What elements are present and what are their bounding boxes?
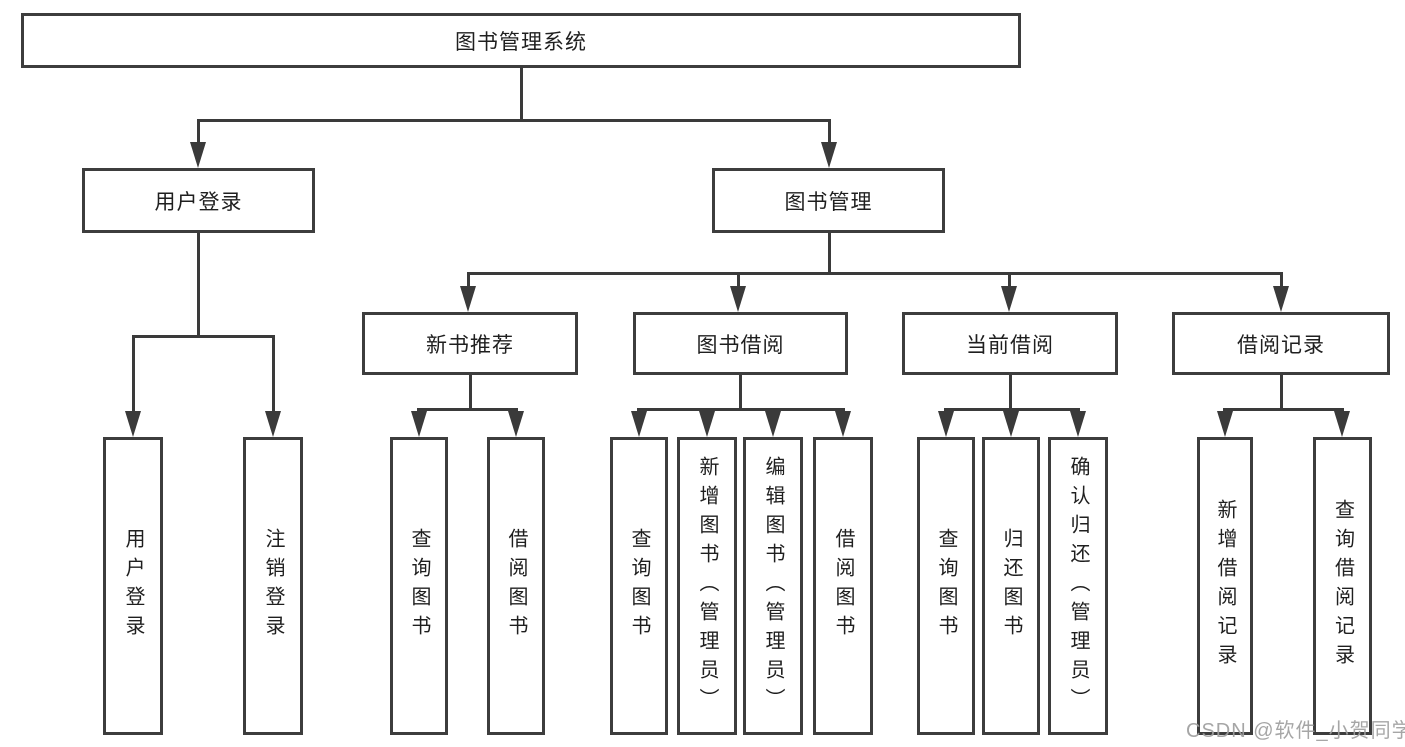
leaf-query-borrow-record: 查询借阅记录 <box>1313 437 1372 735</box>
node-book-management: 图书管理 <box>712 168 945 233</box>
csdn-watermark: CSDN @软件_小贺同学 <box>1186 720 1405 742</box>
leaf-logout-label: 注销登录 <box>262 528 284 644</box>
arrowhead-down-icon <box>835 411 851 437</box>
connector-line <box>828 233 831 275</box>
leaf-logout: 注销登录 <box>243 437 303 735</box>
connector-line <box>272 335 275 413</box>
connector-line <box>1280 375 1283 411</box>
connector-line <box>828 119 831 145</box>
leaf-confirm-return-admin: 确认归还（管理员） <box>1048 437 1108 735</box>
leaf-add-books-admin: 新增图书（管理员） <box>677 437 737 735</box>
node-root-system: 图书管理系统 <box>21 13 1021 68</box>
connector-line <box>637 408 845 411</box>
connector-line <box>944 408 1080 411</box>
connector-line <box>1008 272 1011 288</box>
connector-line <box>467 272 470 288</box>
leaf-query-borrow-record-label: 查询借阅记录 <box>1331 499 1354 673</box>
connector-line <box>197 233 200 338</box>
arrowhead-down-icon <box>190 142 206 168</box>
arrowhead-down-icon <box>631 411 647 437</box>
leaf-query-books-1: 查询图书 <box>390 437 448 735</box>
connector-line <box>520 66 523 122</box>
arrowhead-down-icon <box>699 411 715 437</box>
connector-line <box>739 375 742 411</box>
leaf-query-books-2: 查询图书 <box>610 437 668 735</box>
arrowhead-down-icon <box>508 411 524 437</box>
arrowhead-down-icon <box>938 411 954 437</box>
arrowhead-down-icon <box>821 142 837 168</box>
leaf-user-login: 用户登录 <box>103 437 163 735</box>
leaf-add-borrow-record: 新增借阅记录 <box>1197 437 1253 735</box>
connector-line <box>1009 375 1012 411</box>
leaf-return-books: 归还图书 <box>982 437 1040 735</box>
node-new-book-recommend: 新书推荐 <box>362 312 578 375</box>
node-user-login: 用户登录 <box>82 168 315 233</box>
arrowhead-down-icon <box>1217 411 1233 437</box>
arrowhead-down-icon <box>411 411 427 437</box>
leaf-borrow-books-2-label: 借阅图书 <box>832 528 854 644</box>
leaf-query-books-3-label: 查询图书 <box>935 528 957 644</box>
arrowhead-down-icon <box>125 411 141 437</box>
leaf-add-borrow-record-label: 新增借阅记录 <box>1214 499 1236 673</box>
leaf-user-login-label: 用户登录 <box>122 528 144 644</box>
leaf-edit-books-admin: 编辑图书（管理员） <box>743 437 803 735</box>
arrowhead-down-icon <box>1273 286 1289 312</box>
connector-line <box>469 375 472 411</box>
arrowhead-down-icon <box>1070 411 1086 437</box>
arrowhead-down-icon <box>460 286 476 312</box>
connector-line <box>197 119 831 122</box>
node-current-borrow: 当前借阅 <box>902 312 1118 375</box>
connector-line <box>132 335 275 338</box>
arrowhead-down-icon <box>1003 411 1019 437</box>
arrowhead-down-icon <box>1001 286 1017 312</box>
leaf-add-books-admin-label: 新增图书（管理员） <box>696 455 718 717</box>
connector-line <box>1280 272 1283 288</box>
connector-line <box>1223 408 1344 411</box>
connector-line <box>417 408 518 411</box>
arrowhead-down-icon <box>1334 411 1350 437</box>
arrowhead-down-icon <box>730 286 746 312</box>
connector-line <box>132 335 135 413</box>
leaf-confirm-return-admin-label: 确认归还（管理员） <box>1067 455 1089 717</box>
leaf-query-books-3: 查询图书 <box>917 437 975 735</box>
arrowhead-down-icon <box>265 411 281 437</box>
arrowhead-down-icon <box>765 411 781 437</box>
connector-line <box>197 119 200 145</box>
leaf-query-books-2-label: 查询图书 <box>628 528 650 644</box>
connector-line <box>467 272 1283 275</box>
node-book-borrow: 图书借阅 <box>633 312 848 375</box>
leaf-borrow-books-1-label: 借阅图书 <box>505 528 527 644</box>
leaf-borrow-books-2: 借阅图书 <box>813 437 873 735</box>
leaf-borrow-books-1: 借阅图书 <box>487 437 545 735</box>
leaf-edit-books-admin-label: 编辑图书（管理员） <box>762 455 784 717</box>
leaf-query-books-1-label: 查询图书 <box>408 528 430 644</box>
connector-line <box>737 272 740 288</box>
node-borrow-records: 借阅记录 <box>1172 312 1390 375</box>
leaf-return-books-label: 归还图书 <box>1000 528 1022 644</box>
